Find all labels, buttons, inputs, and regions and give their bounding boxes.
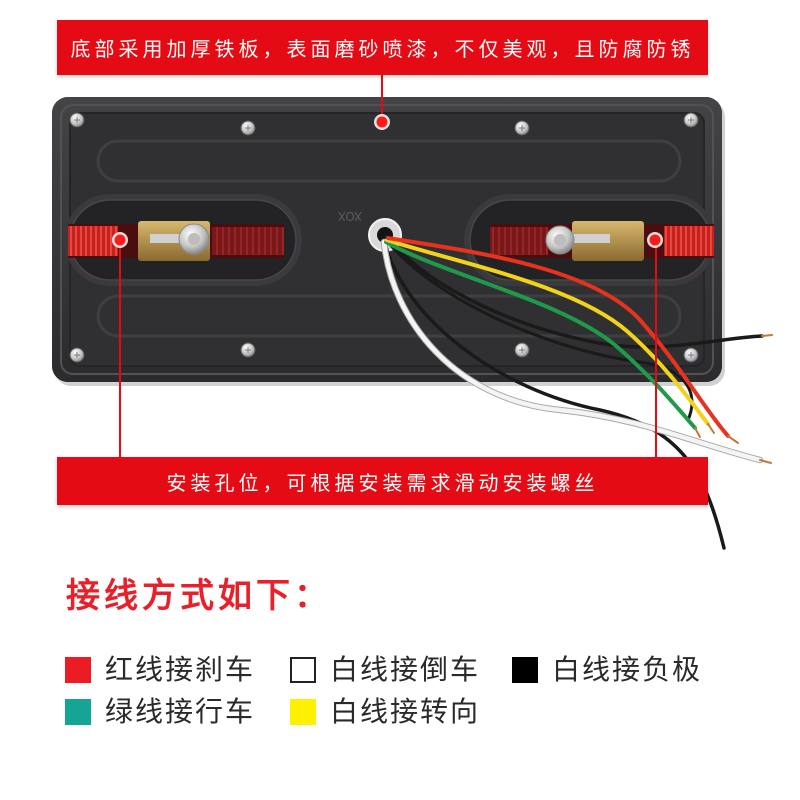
- callout-banner-bottom: 安装孔位，可根据安装需求滑动安装螺丝: [57, 457, 708, 505]
- screw: [514, 342, 530, 358]
- legend-item-turn-signal: 白线接转向: [290, 697, 480, 727]
- wiring-heading: 接线方式如下：: [66, 576, 332, 616]
- color-swatch-black: [512, 657, 538, 683]
- embossed-mark: XOX: [338, 209, 362, 223]
- wire-black-right: [384, 234, 764, 349]
- screw: [683, 112, 699, 128]
- legend-label: 白线接倒车: [330, 653, 481, 686]
- legend-label: 白线接转向: [330, 695, 481, 728]
- mounting-slot-left: [64, 194, 302, 286]
- wire-black-mid: [385, 239, 694, 422]
- callout-text-mounting-holes: 安装孔位，可根据安装需求滑动安装螺丝: [166, 470, 599, 495]
- screw: [240, 342, 256, 358]
- callout-dot-top: [374, 114, 390, 130]
- wire-white: [381, 239, 763, 463]
- color-swatch-white: [290, 657, 316, 683]
- wire-yellow: [385, 238, 710, 426]
- callout-dot-left: [112, 232, 128, 248]
- color-swatch-yellow: [290, 699, 316, 725]
- legend-label: 白线接负极: [552, 653, 703, 686]
- screw: [514, 120, 530, 136]
- wire-red: [386, 236, 730, 438]
- wire-harness: [380, 234, 773, 550]
- callout-text-plate-material: 底部采用加厚铁板，表面磨砂喷漆，不仅美观，且防腐防锈: [70, 37, 695, 61]
- color-swatch-green: [65, 699, 91, 725]
- callout-banner-top: 底部采用加厚铁板，表面磨砂喷漆，不仅美观，且防腐防锈: [57, 20, 708, 75]
- mounting-slot-right: [464, 194, 716, 286]
- legend-item-running: 绿线接行车: [65, 697, 255, 727]
- legend-item-brake: 红线接刹车: [65, 655, 255, 685]
- legend-item-reverse: 白线接倒车: [290, 655, 480, 685]
- copper-wire-tips: [694, 334, 773, 464]
- color-swatch-red: [65, 657, 91, 683]
- legend-label: 绿线接行车: [105, 695, 256, 728]
- red-reflector: [664, 226, 714, 256]
- callout-dot-right: [647, 232, 663, 248]
- screw: [69, 347, 85, 363]
- tail-light-back-plate-photo: XOX: [52, 75, 773, 550]
- screw: [240, 120, 256, 136]
- screw: [683, 347, 699, 363]
- legend-label: 红线接刹车: [105, 653, 256, 686]
- screw: [69, 112, 85, 128]
- legend-item-negative: 白线接负极: [512, 655, 702, 685]
- plate-screws: [69, 112, 699, 363]
- red-reflector: [68, 226, 118, 256]
- wire-green: [384, 240, 697, 430]
- callout-markers: [112, 75, 663, 458]
